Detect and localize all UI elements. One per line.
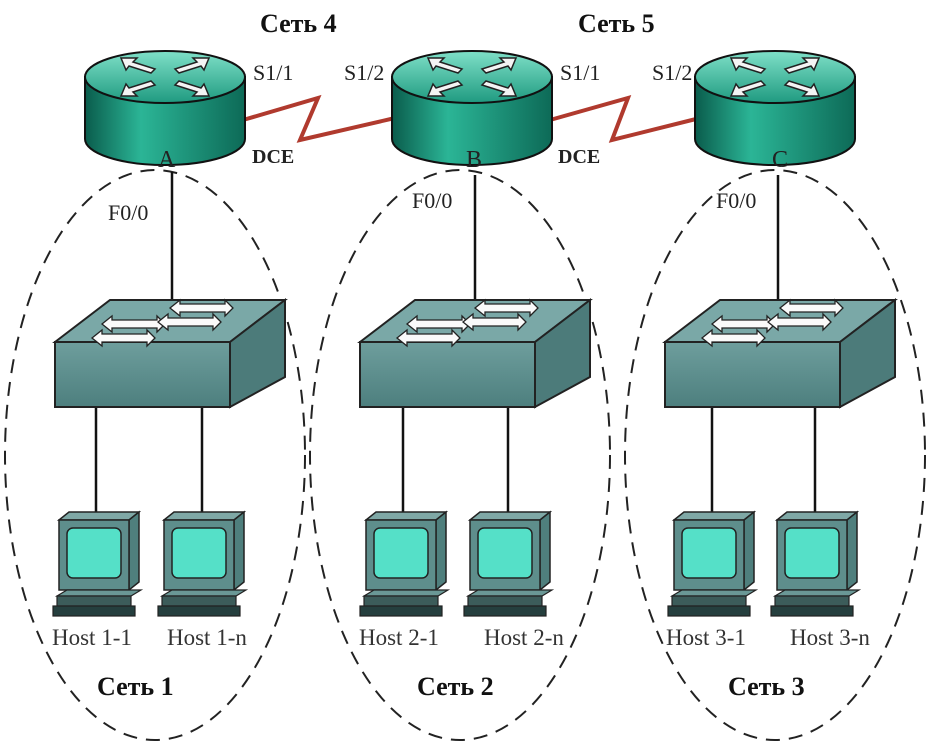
computer-host-1-1-icon [52,511,142,617]
switch-3-icon [664,299,896,408]
dce-label-a-b: DCE [252,146,294,168]
network-3-boundary [624,169,926,741]
router-a-lan-port-label: F0/0 [108,200,148,225]
network-1-boundary [4,169,306,741]
network-4-label: Сеть 4 [260,9,337,38]
router-b-serial-right-port-label: S1/1 [560,60,600,85]
host-2-n-label: Host 2-n [484,625,564,650]
router-c-lan-port-label: F0/0 [716,188,756,213]
dce-label-b-c: DCE [558,146,600,168]
router-b-serial-left-port-label: S1/2 [344,60,384,85]
router-a-name: A [158,147,176,173]
switch-1-icon [54,299,286,408]
network-2-label: Сеть 2 [417,672,494,701]
switch-2-icon [359,299,591,408]
host-1-n-label: Host 1-n [167,625,247,650]
computer-host-2-n-icon [463,511,553,617]
host-3-1-label: Host 3-1 [666,625,746,650]
computer-host-3-n-icon [770,511,860,617]
computer-host-2-1-icon [359,511,449,617]
network-3-label: Сеть 3 [728,672,805,701]
computer-host-1-n-icon [157,511,247,617]
router-c-name: C [772,147,788,173]
network-1-label: Сеть 1 [97,672,174,701]
serial-link-b-c [549,94,701,143]
router-b-lan-port-label: F0/0 [412,188,452,213]
host-2-1-label: Host 2-1 [359,625,439,650]
serial-link-a-b [242,94,396,143]
host-3-n-label: Host 3-n [790,625,870,650]
host-1-1-label: Host 1-1 [52,625,132,650]
network-2-boundary [309,169,611,741]
router-b-name: B [466,147,482,173]
computer-host-3-1-icon [667,511,757,617]
router-c-serial-port-label: S1/2 [652,60,692,85]
router-a-serial-port-label: S1/1 [253,60,293,85]
network-5-label: Сеть 5 [578,9,655,38]
